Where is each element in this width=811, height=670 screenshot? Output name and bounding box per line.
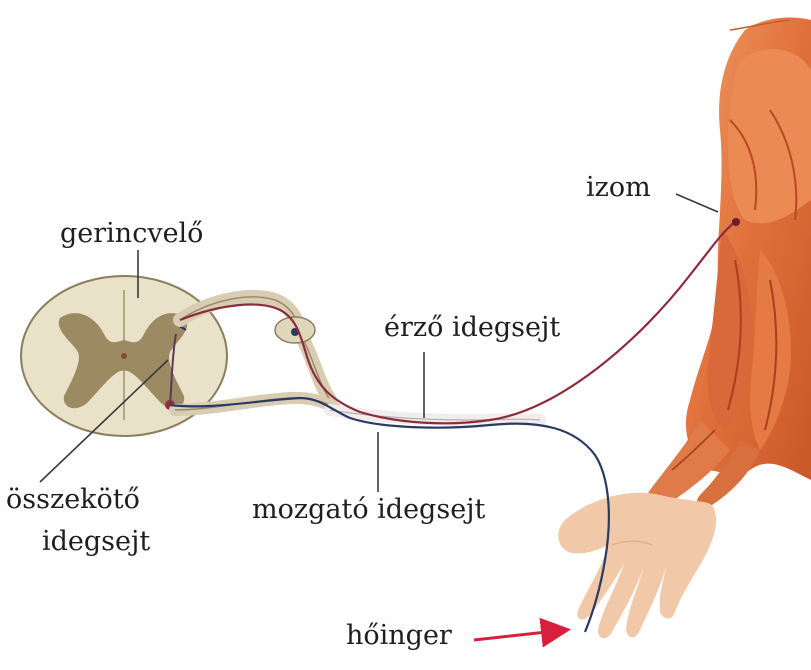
hand [558, 493, 716, 638]
label-muscle: izom [586, 172, 651, 204]
muscle-receptor-dot [732, 218, 740, 226]
label-sensory-neuron: érző idegsejt [384, 312, 560, 344]
arm-muscles [646, 18, 811, 511]
label-spinal-cord: gerincvelő [60, 218, 203, 250]
label-heat-stimulus: hőinger [346, 620, 452, 652]
label-interneuron-line1: összekötő [6, 484, 140, 516]
label-interneuron-line2: idegsejt [42, 526, 150, 558]
label-motor-neuron: mozgató idegsejt [252, 494, 485, 526]
heat-stimulus-arrow [474, 630, 565, 640]
